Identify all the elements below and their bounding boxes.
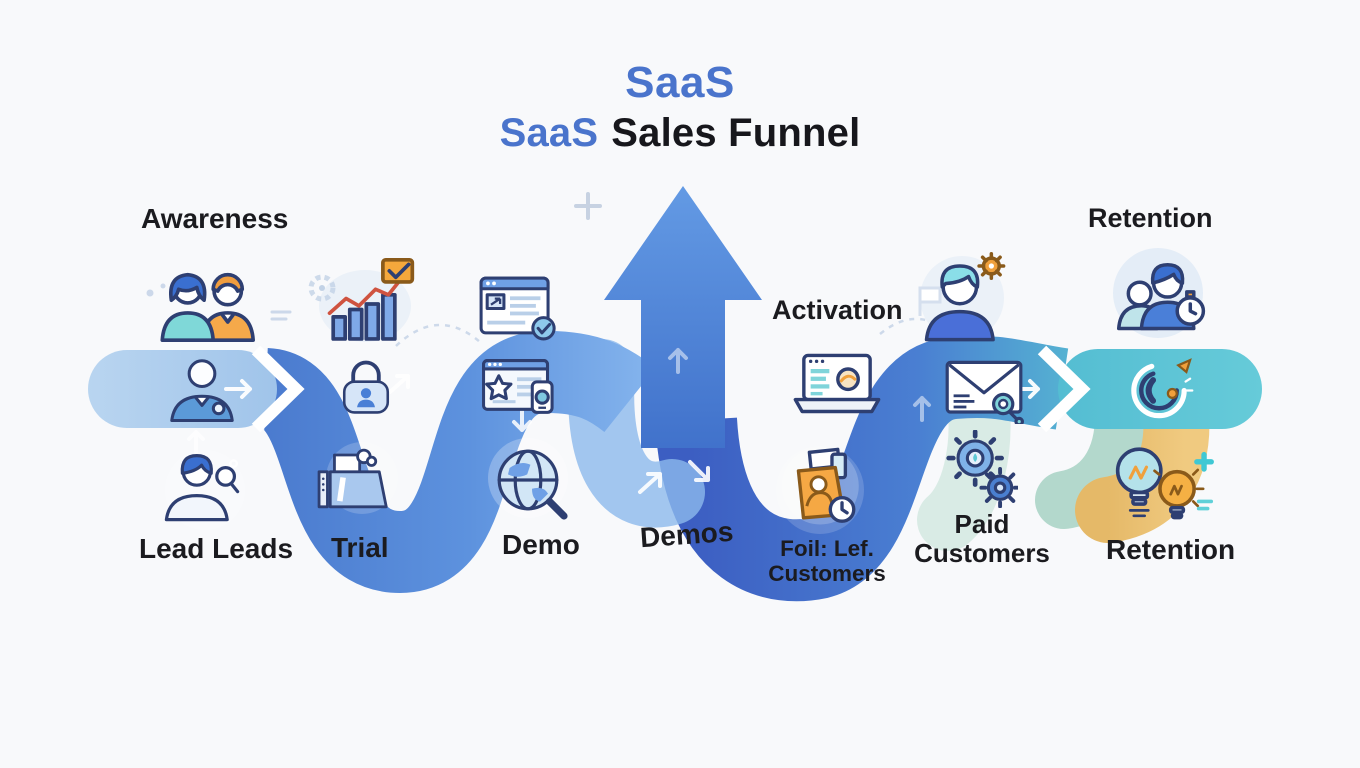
activation-laptop-icon [790, 352, 884, 420]
stage-label-paid-line2: Customers [914, 537, 1050, 568]
retention-people-icon [1110, 248, 1206, 340]
trial-folder-icon [316, 448, 390, 511]
trial-padlock-icon [334, 356, 398, 417]
awareness-people-icon [155, 256, 255, 348]
activation-envelope-icon [944, 356, 1028, 424]
stage-label-lead: Lead Leads [139, 533, 294, 564]
stage-label-demo: Demo [502, 529, 580, 560]
stage-label-paid-customers: Paid Customers [912, 510, 1052, 567]
background-halos [319, 248, 1203, 342]
retention-bulbs-icon [1112, 442, 1216, 532]
retention-loop-icon [1122, 352, 1196, 426]
growth-chart-icon [324, 258, 416, 350]
ribbon-tail-green [1035, 386, 1153, 529]
ribbon-segment-lead-demo [258, 330, 656, 594]
decorations [146, 192, 947, 347]
stage-label-failed-line2: Customers [768, 560, 886, 586]
stage-label-demos: Demos [638, 515, 735, 554]
demo-browser-star-icon [482, 356, 562, 423]
prospect-person-icon [164, 354, 240, 422]
chevron-divider-1 [251, 345, 305, 433]
conversion-up-arrow [604, 186, 762, 448]
lead-person-magnifier-icon [160, 446, 240, 522]
title-line2-accent: SaaS [499, 111, 599, 155]
activation-person-gear-icon [916, 252, 1008, 344]
stage-label-activation: Activation [772, 295, 903, 325]
title-line2-rest: Sales Funnel [611, 111, 861, 155]
flow-arrows [187, 348, 1040, 494]
paid-gears-icon [944, 430, 1018, 508]
title-line1: SaaS [625, 58, 735, 107]
churn-bag-icon [780, 444, 868, 528]
stage-label-failed-customers: Foil: Lef. Customers [757, 536, 897, 587]
title-line2: SaaS Sales Funnel [0, 111, 1360, 156]
demo-browser-check-icon [478, 272, 558, 342]
stage-label-paid-line1: Paid [954, 509, 1010, 539]
stage-label-retention-top: Retention [1088, 203, 1213, 233]
chevron-divider-2 [1037, 345, 1091, 433]
stage-label-trial: Trial [331, 532, 389, 563]
demo-globe-icon [492, 444, 572, 524]
stage-label-awareness: Awareness [141, 203, 289, 234]
stage-label-failed-line1: Foil: Lef. [780, 536, 874, 561]
stage-label-retention-bottom: Retention [1106, 534, 1236, 565]
